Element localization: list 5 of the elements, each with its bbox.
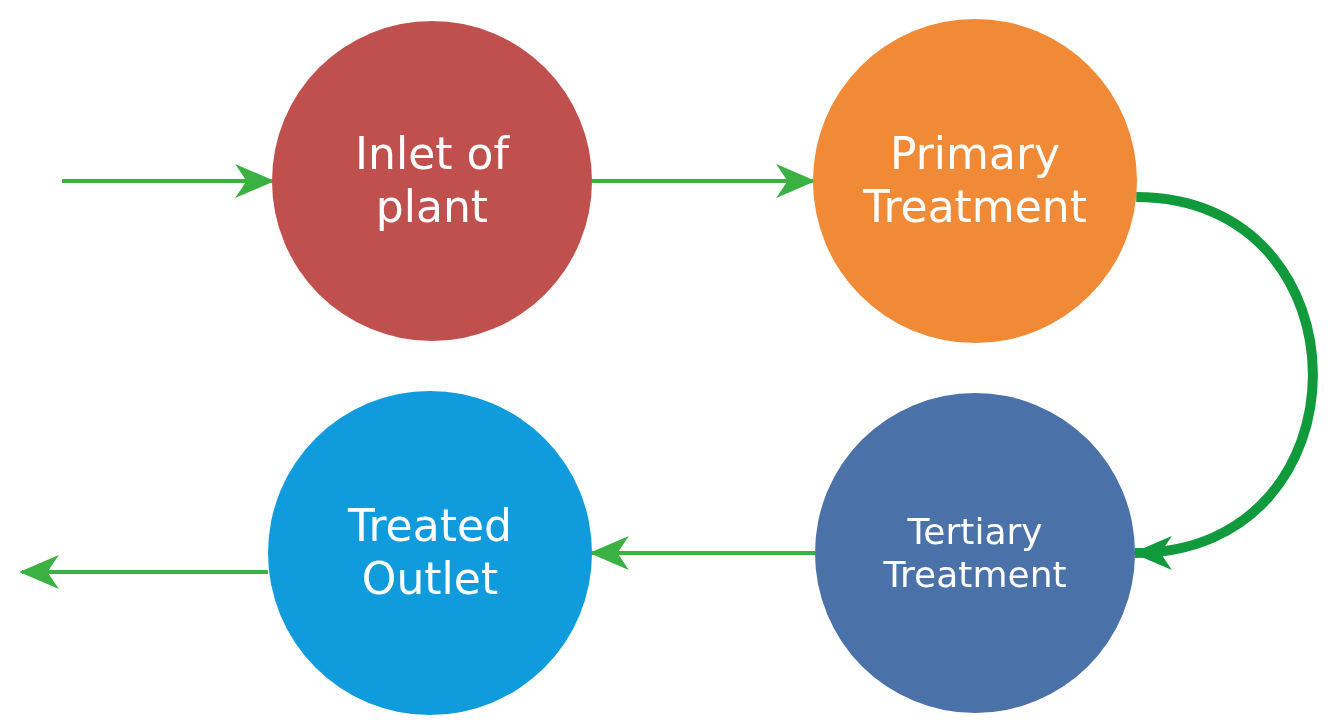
node-label: Inlet of plant	[354, 128, 511, 234]
arrow	[19, 555, 268, 589]
node-label: Tertiary Treatment	[882, 509, 1068, 597]
node-label: Treated Outlet	[347, 500, 513, 606]
node-label: Primary Treatment	[862, 128, 1088, 234]
